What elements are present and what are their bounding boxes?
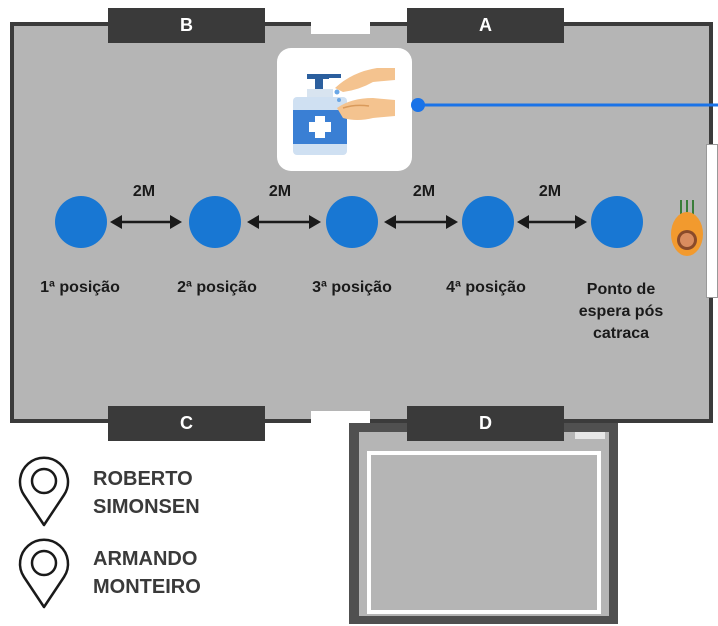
waiting-point-label: Ponto de espera pós catraca [560, 279, 682, 345]
top-door-opening [311, 22, 370, 34]
double-arrow-icon [517, 215, 587, 229]
tab-b: B [108, 8, 265, 43]
location-pin-icon [18, 538, 70, 609]
lower-room-floor [359, 432, 609, 616]
location-label-2: ARMANDO MONTEIRO [93, 545, 201, 601]
lower-room-outline [367, 451, 601, 614]
double-arrow-icon [247, 215, 321, 229]
tab-d: D [407, 406, 564, 441]
position-marker-1 [55, 196, 107, 248]
connector-line [411, 98, 718, 112]
person-topview-icon [671, 200, 703, 256]
distance-label-2: 2M [268, 183, 292, 200]
position-label-4: 4ª posição [446, 279, 526, 296]
position-marker-4 [462, 196, 514, 248]
hand-sanitizer-icon [293, 68, 395, 155]
location-1-line-1: ROBERTO [93, 468, 193, 490]
distance-label-3: 2M [412, 183, 436, 200]
double-arrow-icon [384, 215, 458, 229]
tab-a: A [407, 8, 564, 43]
position-label-1: 1ª posição [40, 279, 120, 296]
distance-label-1: 2M [132, 183, 156, 200]
waiting-point-line-3: catraca [592, 325, 650, 342]
position-marker-3 [326, 196, 378, 248]
double-arrow-icon [110, 215, 182, 229]
location-label-1: ROBERTO SIMONSEN [93, 465, 200, 521]
waiting-point-line-1: Ponto de [586, 281, 656, 298]
location-1-line-2: SIMONSEN [93, 496, 200, 518]
hand-sanitizer-card [277, 48, 412, 171]
position-label-2: 2ª posição [177, 279, 257, 296]
position-marker-2 [189, 196, 241, 248]
position-label-3: 3ª posição [312, 279, 392, 296]
location-pin-icon [18, 456, 70, 527]
waiting-point-marker [591, 196, 643, 248]
distance-label-4: 2M [538, 183, 562, 200]
bottom-door-opening [311, 411, 370, 423]
waiting-point-line-2: espera pós [578, 303, 664, 320]
location-2-line-1: ARMANDO [93, 548, 198, 570]
tab-c: C [108, 406, 265, 441]
location-2-line-2: MONTEIRO [93, 576, 201, 598]
lower-room-strip [575, 432, 605, 439]
